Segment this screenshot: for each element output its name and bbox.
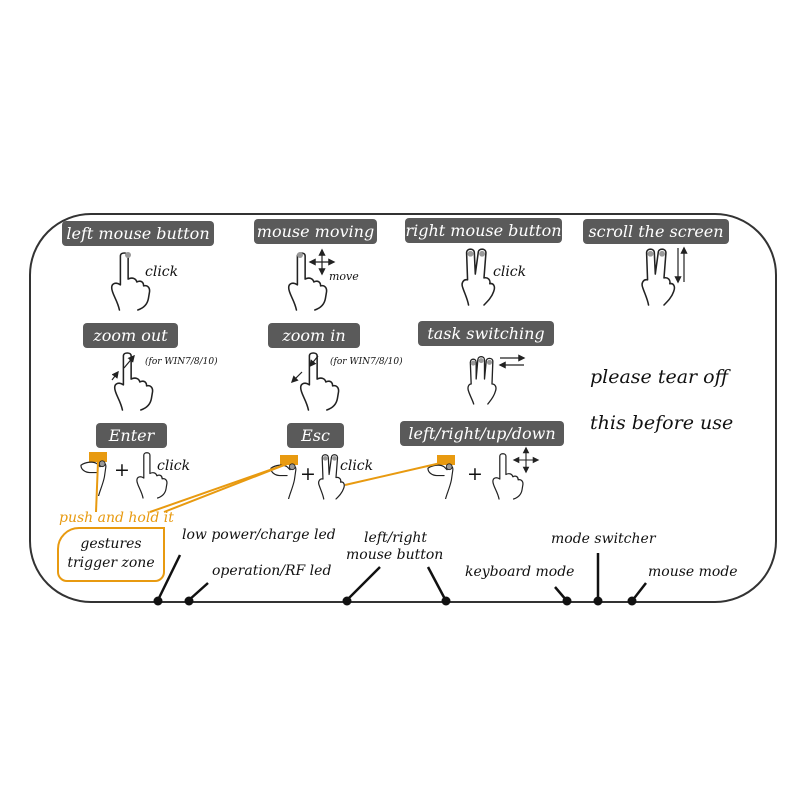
trigger-zone-line1: gestures: [80, 536, 142, 552]
trigger-connector-lines: [95, 461, 446, 513]
move-hand-icon: [287, 248, 336, 311]
lr-mouse-button-label-line1: left/right: [364, 530, 428, 546]
right-click-label: click: [493, 264, 527, 280]
pill-mouse-moving: mouse moving: [254, 219, 377, 244]
trigger-zone-line2: trigger zone: [67, 555, 155, 571]
zoom-in-os-note: (for WIN7/8/10): [330, 357, 403, 367]
left-click-label: click: [145, 264, 179, 280]
pill-enter: Enter: [96, 423, 167, 448]
enter-thumb-hand-icon: [80, 452, 107, 496]
zoom-out-os-note: (for WIN7/8/10): [145, 357, 218, 367]
esc-click-label: click: [340, 458, 374, 474]
zoom-out-hand-icon: [111, 352, 154, 411]
pill-esc: Esc: [287, 423, 344, 448]
arrows-thumb-hand-icon: [427, 455, 455, 499]
right-click-hand-icon: [461, 248, 496, 306]
low-power-led-label: low power/charge led: [182, 527, 336, 543]
pill-left-right-up-down: left/right/up/down: [400, 421, 564, 446]
keyboard-mode-label: keyboard mode: [465, 564, 575, 580]
hardware-dots: [153, 596, 637, 606]
mouse-mode-label: mouse mode: [648, 564, 738, 580]
pill-right-mouse-button: right mouse button: [405, 218, 562, 243]
remote-outline: [29, 213, 777, 603]
tear-off-notice-line1: please tear off: [590, 366, 729, 388]
esc-thumb-hand-icon: [270, 455, 298, 499]
pill-zoom-in: zoom in: [268, 323, 360, 348]
operation-led-label: operation/RF led: [212, 563, 332, 579]
push-and-hold-label: push and hold it: [59, 510, 174, 526]
lr-mouse-button-label-line2: mouse button: [346, 547, 444, 563]
esc-plus-sign: +: [300, 463, 316, 485]
pill-task-switching: task switching: [418, 321, 554, 346]
gestures-trigger-zone: gestures trigger zone: [57, 527, 165, 582]
arrows-move-hand-icon: [492, 446, 540, 500]
arrows-plus-sign: +: [467, 463, 483, 485]
enter-click-label: click: [157, 458, 191, 474]
pill-left-mouse-button: left mouse button: [62, 221, 214, 246]
move-label: move: [329, 270, 359, 283]
scroll-hand-icon: [641, 246, 688, 306]
enter-plus-sign: +: [114, 459, 130, 481]
tear-off-notice-line2: this before use: [590, 412, 734, 434]
task-switch-hand-icon: [467, 354, 526, 405]
zoom-in-hand-icon: [290, 352, 340, 411]
mode-switcher-label: mode switcher: [551, 531, 656, 547]
left-click-hand-icon: [110, 252, 151, 311]
pill-zoom-out: zoom out: [83, 323, 178, 348]
pill-scroll-the-screen: scroll the screen: [583, 219, 729, 244]
